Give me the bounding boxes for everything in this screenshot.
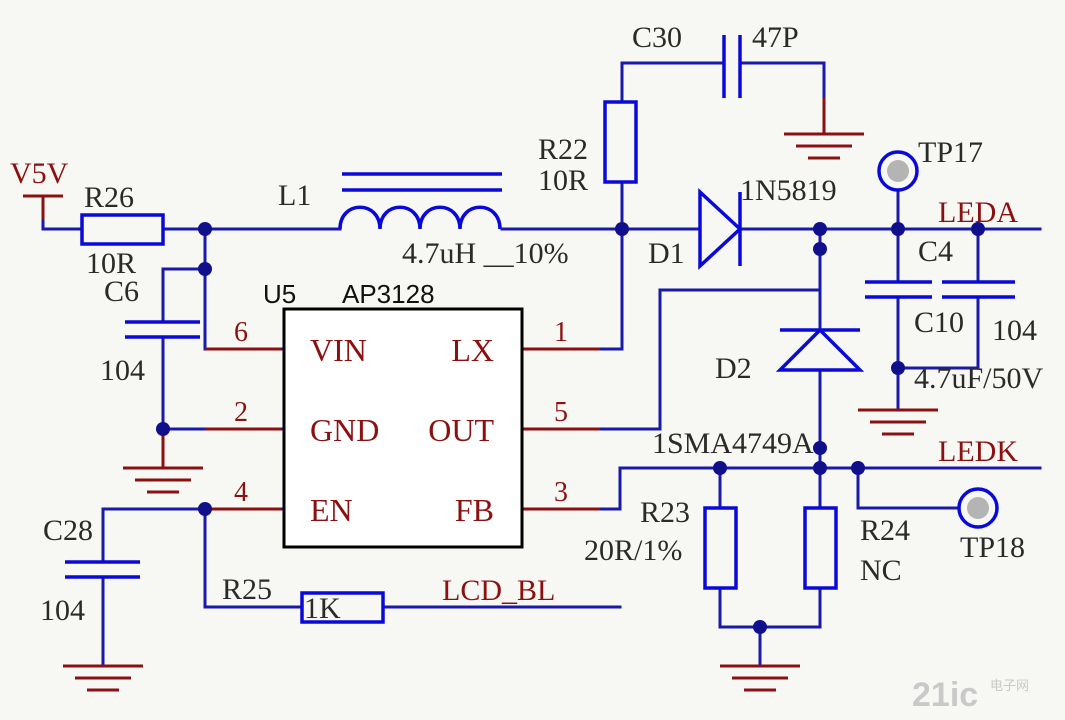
resistor-r22 [603,100,638,184]
pin-num-gnd: 2 [234,397,248,428]
pin-name-gnd: GND [310,412,379,448]
r24-value: NC [860,554,902,587]
d1-ref: D1 [648,237,685,270]
l1-ref: L1 [278,179,311,212]
r22-ref: R22 [538,133,588,166]
ground-symbol-r23 [720,664,800,692]
u5-ref: U5 [263,279,296,309]
c30-value: 47P [752,21,799,54]
junction-dots [156,222,985,634]
wire-out [598,288,822,431]
resistor-r24 [803,506,838,590]
ground-symbol-c4 [858,408,938,436]
pin-name-lx: LX [451,332,494,368]
c10-value: 104 [992,314,1037,347]
wire-r23-r24-bottom [718,586,822,629]
resistor-r26 [80,213,165,246]
c4-ref: C4 [918,235,953,268]
capacitor-c30 [722,35,742,98]
r26-ref: R26 [84,181,134,214]
ground-symbol-c28 [63,664,143,692]
c6-ref: C6 [104,275,139,308]
c6-value: 104 [100,354,145,387]
r23-ref: R23 [640,496,690,529]
wire-tp18 [856,466,960,510]
pin-num-out: 5 [554,397,568,428]
wire-en-r25 [101,507,304,609]
pin-num-fb: 3 [554,477,568,508]
wire-c6-top [161,267,207,324]
diode-d2 [775,327,865,372]
wires [41,61,1042,666]
r25-ref: R25 [222,573,272,606]
wire-r22-top [620,61,724,104]
c28-ref: C28 [43,514,93,547]
r22-value: 10R [538,164,588,197]
r23-value: 20R/1% [584,534,682,567]
ic-pin-stubs [205,347,600,511]
net-label-lcd-bl: LCD_BL [442,574,555,607]
wire-c10-bottom [896,295,980,370]
capacitor-c6 [125,320,200,339]
power-flag-v5v [23,194,63,220]
tp18-ref: TP18 [960,531,1025,564]
r25-value: 1K [304,592,341,625]
pin-name-fb: FB [455,492,494,528]
l1-value: 4.7uH __10% [402,237,569,270]
d1-value: 1N5819 [740,174,837,207]
d2-value: 1SMA4749A [652,427,814,460]
ic-u5-body [282,307,524,549]
pin-num-en: 4 [234,477,248,508]
wire-lx [598,227,624,351]
watermark-text: 电子网 [990,679,1029,694]
wire-fb-ledk [598,466,1042,511]
wire-c30-gnd [740,61,826,134]
capacitor-c10 [942,280,1015,299]
pin-name-out: OUT [428,412,494,448]
d2-ref: D2 [715,352,752,385]
net-label-leda: LEDA [938,196,1018,229]
c4-value: 4.7uF/50V [914,362,1044,395]
tp17-ref: TP17 [918,136,983,169]
pin-num-lx: 1 [554,317,568,348]
net-label-v5v: V5V [10,157,69,190]
c30-ref: C30 [632,21,682,54]
r24-ref: R24 [860,514,910,547]
resistor-r25 [300,591,385,624]
pin-num-vin: 6 [234,317,248,348]
capacitor-c4 [865,280,932,299]
watermark-logo-text: 21ic [912,676,978,714]
u5-value: AP3128 [342,279,435,309]
pin-name-vin: VIN [310,332,367,368]
watermark-logo: 21ic 电子网 [912,676,1029,714]
wire-v5v [41,196,82,231]
ground-symbol-c30 [784,98,864,160]
pin-name-en: EN [310,492,353,528]
diode-d1 [698,187,743,271]
c28-value: 104 [40,594,85,627]
ground-symbol-u5 [123,429,203,494]
capacitor-c28 [65,560,140,579]
net-label-ledk: LEDK [938,435,1018,468]
inductor-l1 [338,172,502,230]
resistor-r23 [703,506,738,590]
testpoint-tp17 [877,150,919,192]
c10-ref: C10 [914,306,964,339]
r26-value: 10R [86,247,136,280]
testpoint-tp18 [957,487,999,529]
